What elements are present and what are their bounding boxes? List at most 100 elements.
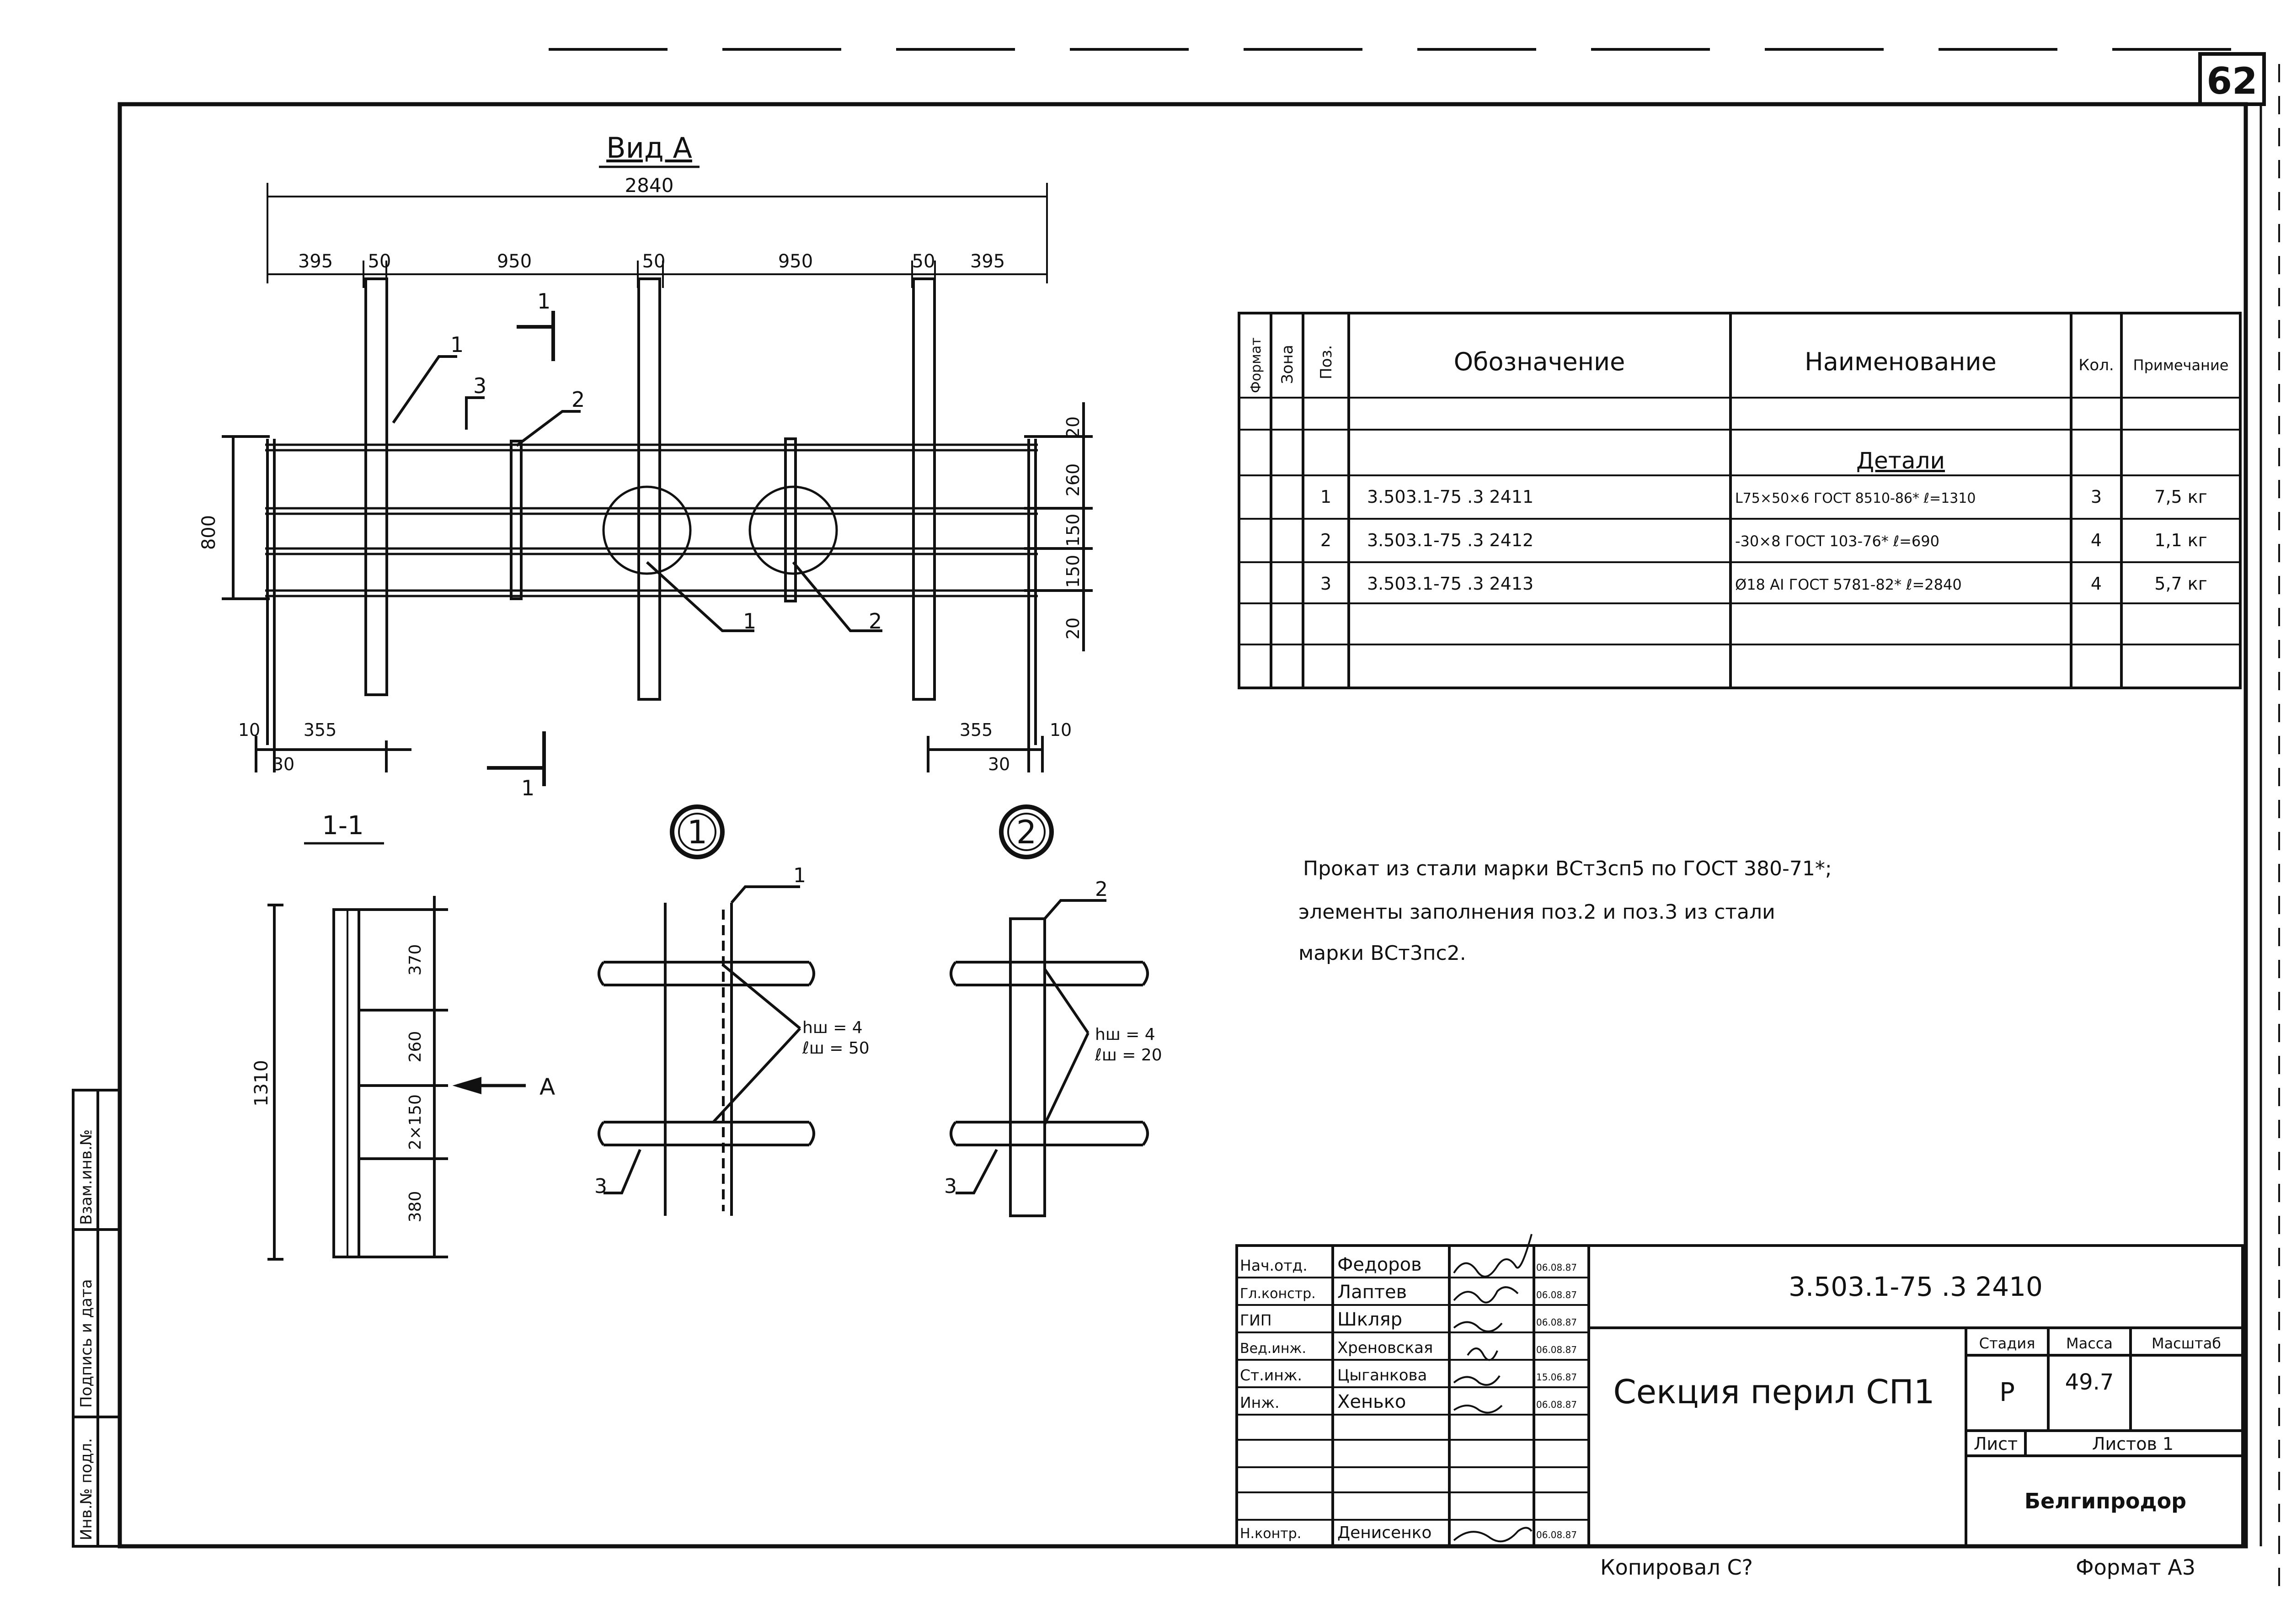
section-dim-2: 2×150	[406, 1094, 425, 1150]
row-2-name: -30×8 ГОСТ 103-76* ℓ=690	[1735, 532, 1939, 550]
row-2-pos: 2	[1320, 530, 1331, 550]
side-stamp-inv: Инв.№ подл.	[77, 1438, 96, 1540]
doc-code: 3.503.1-75 .3 2410	[1789, 1271, 2043, 1302]
top-dim-3: 50	[642, 251, 666, 272]
section-dim-1: 260	[406, 1031, 425, 1063]
top-dim-4: 950	[778, 251, 813, 272]
sig-role-0: Нач.отд.	[1240, 1257, 1308, 1274]
signature-marks	[1453, 1234, 1533, 1543]
sig-name-5: Хенько	[1337, 1391, 1406, 1412]
sig-date-0: 06.08.87	[1536, 1262, 1577, 1273]
top-dim-1: 50	[368, 251, 391, 272]
row-1-pos: 1	[1320, 487, 1331, 507]
detail-2: 2 2 3 hш = 4 ℓш = 20	[944, 804, 1162, 1217]
title-block: 3.503.1-75 .3 2410 Секция перил СП1 Стад…	[1235, 1234, 2244, 1548]
callout-pos2: 2	[572, 387, 585, 412]
row-3-qty: 4	[2091, 574, 2102, 594]
col-header-note: Примечание	[2133, 357, 2229, 374]
sheet-label: Лист	[1974, 1434, 2018, 1454]
detail-2-weld-l: ℓш = 20	[1095, 1046, 1162, 1065]
section-mark-top: 1	[537, 289, 550, 314]
note-line-2: элементы заполнения поз.2 и поз.3 из ста…	[1298, 900, 1775, 924]
row-1-note: 7,5 кг	[2154, 487, 2207, 507]
col-header-zone: Зона	[1278, 345, 1297, 384]
sig-role-3: Вед.инж.	[1240, 1341, 1306, 1357]
sig-role-5: Инж.	[1240, 1394, 1279, 1411]
org-name: Белгипродор	[2024, 1489, 2186, 1513]
section-title: 1-1	[322, 811, 363, 841]
sheet-number: 62	[2206, 60, 2257, 102]
sig-date-4: 15.06.87	[1536, 1372, 1577, 1383]
row-1-name: L75×50×6 ГОСТ 8510-86* ℓ=1310	[1735, 490, 1976, 506]
sig-date-3: 06.08.87	[1536, 1344, 1577, 1355]
sig-name-6: Денисенко	[1337, 1523, 1431, 1542]
callout-pos1: 1	[450, 332, 464, 357]
top-dim-0: 395	[298, 251, 333, 272]
height-dim: 800	[198, 515, 219, 550]
col-header-format: Формат	[1248, 337, 1264, 393]
sig-role-1: Гл.констр.	[1240, 1286, 1316, 1302]
right-dim-1: 260	[1063, 463, 1083, 497]
section-arrow-label: А	[539, 1074, 555, 1100]
top-dim-5: 50	[912, 251, 935, 272]
sig-date-6: 06.08.87	[1536, 1529, 1577, 1540]
detail-1-callout-bottom: 3	[594, 1175, 607, 1198]
bottom-left-dim-0: 10	[238, 720, 260, 740]
bottom-right-dim-0: 355	[960, 720, 993, 740]
scale-label: Масштаб	[2152, 1335, 2221, 1352]
row-2-designation: 3.503.1-75 .3 2412	[1367, 530, 1533, 550]
section-mark-bottom: 1	[521, 776, 534, 800]
col-header-designation: Обозначение	[1454, 347, 1625, 376]
section-height-dim: 1310	[251, 1060, 272, 1107]
format-label: Формат А3	[2076, 1555, 2195, 1580]
top-dim-6: 395	[970, 251, 1005, 272]
top-dim-2: 950	[497, 251, 532, 272]
row-3-note: 5,7 кг	[2154, 574, 2207, 594]
right-dim-0: 20	[1063, 416, 1083, 438]
sig-name-0: Федоров	[1337, 1254, 1422, 1275]
callout-pos3: 3	[473, 373, 486, 398]
detail-1: 1 1 3 hш = 4 ℓш = 50	[594, 804, 870, 1216]
view-title: Вид А	[606, 131, 692, 165]
overall-width-dim: 2840	[625, 174, 674, 197]
right-dim-3: 150	[1063, 555, 1083, 588]
callout-detail2: 2	[869, 609, 882, 634]
sig-role-4: Ст.инж.	[1240, 1366, 1302, 1384]
stage-label: Стадия	[1979, 1335, 2035, 1352]
doc-title: Секция перил СП1	[1613, 1373, 1934, 1411]
mass-value: 49.7	[2065, 1369, 2114, 1395]
detail-2-weld-h: hш = 4	[1095, 1025, 1155, 1044]
copied-by: Копировал С?	[1600, 1555, 1753, 1580]
sig-date-1: 06.08.87	[1536, 1289, 1577, 1300]
row-2-qty: 4	[2091, 530, 2102, 550]
bottom-right-dim-1: 10	[1050, 720, 1072, 740]
sig-role-2: ГИП	[1240, 1311, 1272, 1329]
section-dim-3: 380	[406, 1191, 425, 1223]
sig-name-2: Шкляр	[1337, 1309, 1402, 1330]
sig-name-4: Цыганкова	[1337, 1366, 1427, 1384]
detail-2-marker: 2	[1016, 814, 1037, 851]
bottom-left-dim-2: 30	[272, 754, 294, 774]
detail-1-marker: 1	[687, 814, 708, 851]
section-dim-0: 370	[406, 944, 425, 976]
sig-name-3: Хреновская	[1337, 1339, 1433, 1357]
section-title-details: Детали	[1856, 447, 1945, 474]
col-header-name: Наименование	[1805, 347, 1997, 376]
side-stamp-sign: Подпись и дата	[77, 1279, 96, 1408]
notes: Прокат из стали марки ВСт3сп5 по ГОСТ 38…	[1298, 857, 1832, 965]
sig-role-6: Н.контр.	[1240, 1526, 1301, 1542]
row-3-pos: 3	[1320, 574, 1331, 594]
bottom-right-dim-2: 30	[988, 754, 1010, 774]
detail-1-weld-h: hш = 4	[802, 1018, 863, 1037]
sheets-label: Листов 1	[2092, 1434, 2174, 1454]
bottom-left-dim-1: 355	[304, 720, 337, 740]
detail-1-weld-l: ℓш = 50	[802, 1039, 870, 1058]
sig-date-2: 06.08.87	[1536, 1317, 1577, 1328]
detail-1-callout-top: 1	[793, 864, 806, 887]
right-dim-2: 150	[1063, 514, 1083, 547]
mass-label: Масса	[2066, 1335, 2113, 1352]
row-1-qty: 3	[2091, 487, 2102, 507]
detail-2-callout-top: 2	[1095, 878, 1108, 901]
side-stamp	[72, 1089, 121, 1548]
detail-2-callout-bottom: 3	[944, 1175, 957, 1198]
